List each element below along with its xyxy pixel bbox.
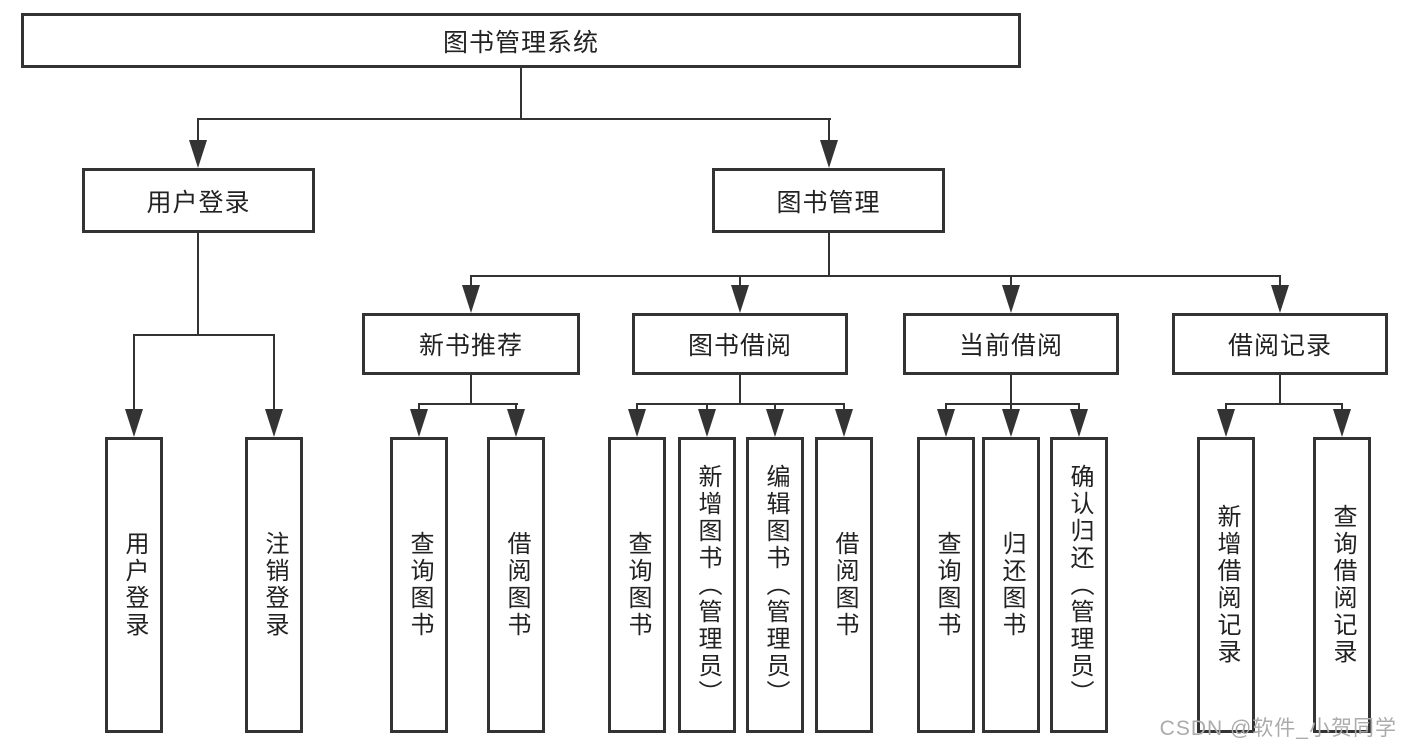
connector-line	[843, 403, 845, 411]
connector-line	[470, 275, 472, 285]
leaf-label: 借阅图书	[831, 531, 858, 639]
connector-line	[197, 118, 831, 120]
node-borrow-record: 借阅记录	[1172, 313, 1388, 375]
arrow-down-icon	[1217, 409, 1235, 437]
leaf-label: 新增借阅记录	[1213, 504, 1240, 666]
leaf-logout: 注销登录	[245, 437, 303, 733]
arrow-down-icon	[265, 409, 283, 437]
leaf-label: 查询借阅记录	[1329, 504, 1356, 666]
leaf-label: 用户登录	[121, 531, 148, 639]
connector-line	[133, 334, 135, 409]
arrow-down-icon	[1070, 409, 1088, 437]
connector-line	[520, 68, 522, 120]
connector-line	[1010, 375, 1012, 405]
connector-line	[828, 233, 830, 277]
leaf-label: 查询图书	[933, 531, 960, 639]
connector-line	[945, 403, 947, 411]
leaf-query-books-current: 查询图书	[917, 437, 975, 733]
connector-line	[1010, 275, 1012, 285]
connector-line	[133, 334, 275, 336]
connector-line	[470, 375, 472, 405]
connector-line	[739, 275, 741, 285]
arrow-down-icon	[410, 409, 428, 437]
connector-line	[1341, 403, 1343, 411]
leaf-query-books-borrow: 查询图书	[608, 437, 666, 733]
connector-line	[470, 275, 1281, 277]
leaf-user-login: 用户登录	[105, 437, 163, 733]
connector-line	[774, 403, 776, 411]
arrow-down-icon	[1333, 409, 1351, 437]
watermark: CSDN @软件_小贺同学	[1159, 717, 1397, 740]
leaf-return-books: 归还图书	[982, 437, 1040, 733]
leaf-label: 新增图书（管理员）	[694, 463, 721, 707]
arrow-down-icon	[820, 140, 838, 168]
connector-line	[1279, 275, 1281, 285]
arrow-down-icon	[937, 409, 955, 437]
connector-line	[636, 403, 638, 411]
connector-line	[706, 403, 708, 411]
connector-line	[739, 375, 741, 405]
leaf-label: 查询图书	[406, 531, 433, 639]
arrow-down-icon	[189, 140, 207, 168]
leaf-borrow-books: 借阅图书	[815, 437, 873, 733]
arrow-down-icon	[1002, 409, 1020, 437]
leaf-label: 确认归还（管理员）	[1066, 463, 1093, 707]
leaf-label: 借阅图书	[503, 531, 530, 639]
connector-line	[418, 403, 518, 405]
connector-line	[1279, 375, 1281, 405]
arrow-down-icon	[766, 409, 784, 437]
node-book-borrow: 图书借阅	[632, 313, 848, 375]
arrow-down-icon	[731, 285, 749, 313]
leaf-add-books-admin: 新增图书（管理员）	[678, 437, 736, 733]
connector-line	[197, 233, 199, 336]
leaf-label: 编辑图书（管理员）	[762, 463, 789, 707]
arrow-down-icon	[462, 285, 480, 313]
connector-line	[636, 403, 845, 405]
connector-line	[1078, 403, 1080, 411]
connector-line	[197, 118, 199, 140]
node-root: 图书管理系统	[21, 13, 1021, 68]
connector-line	[1225, 403, 1227, 411]
arrow-down-icon	[1002, 285, 1020, 313]
arrow-down-icon	[698, 409, 716, 437]
arrow-down-icon	[125, 409, 143, 437]
connector-line	[515, 403, 517, 411]
leaf-query-books-recommend: 查询图书	[390, 437, 448, 733]
leaf-label: 注销登录	[261, 531, 288, 639]
node-current-borrow: 当前借阅	[903, 313, 1119, 375]
leaf-add-borrow-record: 新增借阅记录	[1197, 437, 1255, 733]
node-book-management: 图书管理	[712, 168, 945, 233]
connector-line	[828, 118, 830, 140]
leaf-label: 查询图书	[624, 531, 651, 639]
leaf-confirm-return-admin: 确认归还（管理员）	[1050, 437, 1108, 733]
connector-line	[273, 334, 275, 409]
leaf-edit-books-admin: 编辑图书（管理员）	[746, 437, 804, 733]
connector-line	[418, 403, 420, 411]
connector-line	[1010, 403, 1012, 411]
connector-line	[1225, 403, 1343, 405]
node-new-book-recommend: 新书推荐	[362, 313, 580, 375]
leaf-query-borrow-record: 查询借阅记录	[1313, 437, 1371, 733]
arrow-down-icon	[1271, 285, 1289, 313]
connector-line	[945, 403, 1080, 405]
leaf-label: 归还图书	[998, 531, 1025, 639]
arrow-down-icon	[835, 409, 853, 437]
arrow-down-icon	[507, 409, 525, 437]
arrow-down-icon	[628, 409, 646, 437]
node-user-login: 用户登录	[82, 168, 315, 233]
leaf-borrow-books-recommend: 借阅图书	[487, 437, 545, 733]
